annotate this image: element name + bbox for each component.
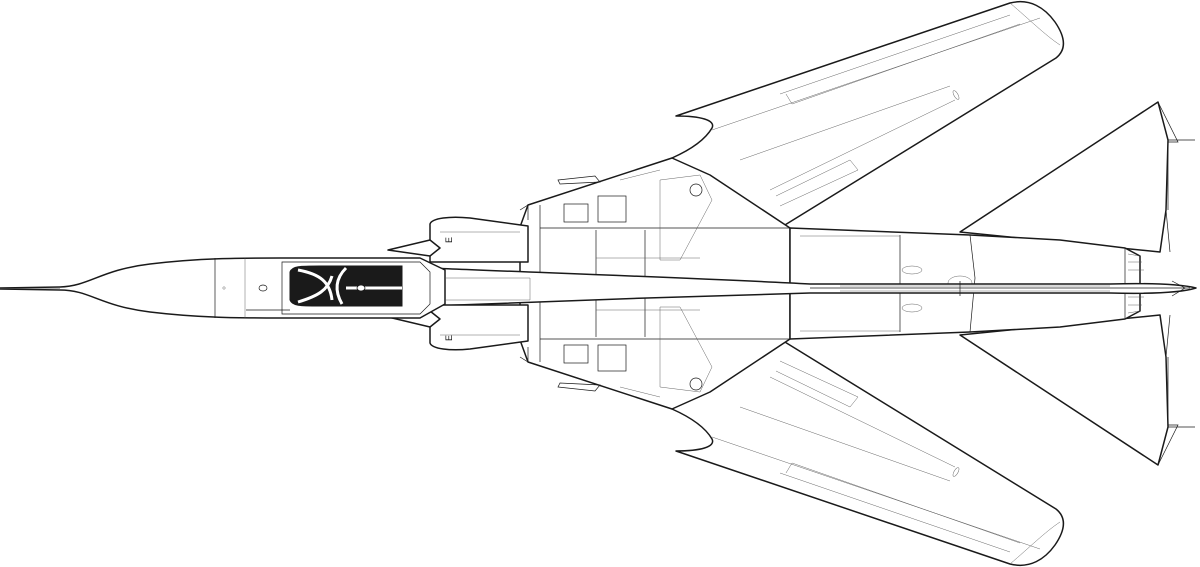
- lower-stabilator: [959, 314, 1195, 466]
- upper-stabilator: [959, 101, 1195, 253]
- spine-and-tailcone: [429, 267, 1197, 307]
- lower-intake: E: [387, 304, 601, 392]
- upper-intake: E: [387, 175, 601, 263]
- lower-wing: [671, 338, 1065, 566]
- upper-intake-letter: E: [444, 237, 454, 243]
- upper-wing: [671, 1, 1065, 229]
- lower-intake-letter: E: [444, 335, 454, 341]
- canopy: [281, 261, 431, 315]
